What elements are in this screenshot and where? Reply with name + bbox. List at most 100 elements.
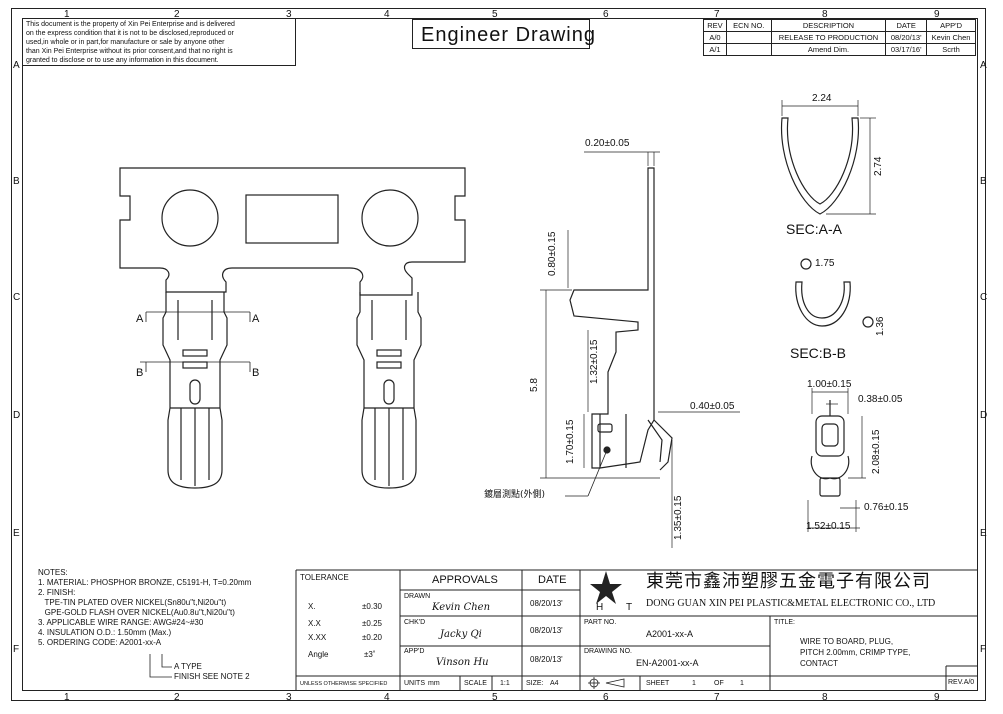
dim-top-height: 0.80±0.15 xyxy=(547,231,558,276)
sheet-value: 1 xyxy=(692,680,696,687)
approvals-date-title: DATE xyxy=(538,574,567,586)
zone-left-c: C xyxy=(13,292,21,303)
code-leader-a xyxy=(161,654,172,668)
part-no-label: PART NO. xyxy=(584,619,617,626)
zone-top-9: 9 xyxy=(934,9,940,20)
notice-line: granted to disclose or to use any inform… xyxy=(26,57,219,64)
company-logo-icon xyxy=(590,571,622,604)
terminal-right xyxy=(356,292,422,489)
approved-signature: Vinson Hu xyxy=(436,657,489,668)
dim-lower-height: 1.70±0.15 xyxy=(565,419,576,464)
title-line: CONTACT xyxy=(800,659,839,668)
section-bb-label: SEC:B-B xyxy=(790,345,847,361)
section-aa-dims xyxy=(781,100,876,215)
pilot-hole-left xyxy=(161,189,219,247)
sheet-frame xyxy=(11,8,986,701)
section-aa-profile xyxy=(780,117,860,215)
section-marker-a-left: A xyxy=(136,313,144,325)
checked-date: 08/20/13' xyxy=(530,626,563,635)
zone-top-1: 1 xyxy=(64,9,70,20)
zone-left-b: B xyxy=(13,176,20,187)
zone-bottom-6: 6 xyxy=(603,692,609,703)
tolerance-xxx-label: X.XX xyxy=(308,633,327,642)
notice-line: than Xin Pei Enterprise without its prio… xyxy=(26,48,233,55)
description-cell: Amend Dim. xyxy=(770,43,887,56)
of-label: OF xyxy=(714,680,724,687)
tolerance-xxx-value: ±0.20 xyxy=(362,633,382,642)
zone-top-6: 6 xyxy=(603,9,609,20)
dim-front-width: 1.00±0.15 xyxy=(807,379,852,390)
zone-bottom-1: 1 xyxy=(64,692,70,703)
drawing-no-label: DRAWING NO. xyxy=(584,648,632,655)
notice-line: on the express condition that it is not … xyxy=(26,30,234,37)
drawing-frame xyxy=(22,18,978,691)
dim-sec-aa-height: 2.74 xyxy=(873,156,884,176)
scale-value: 1:1 xyxy=(500,680,510,687)
checked-label: CHK'D xyxy=(404,619,426,626)
logo-letter-left: H xyxy=(596,602,604,613)
appd-cell: Scrth xyxy=(926,43,976,56)
zone-bottom-5: 5 xyxy=(492,692,498,703)
zone-right-a: A xyxy=(980,60,987,71)
section-aa-label: SEC:A-A xyxy=(786,221,843,237)
zone-top-3: 3 xyxy=(286,9,292,20)
section-marker-a-right: A xyxy=(252,313,260,325)
size-label: SIZE: xyxy=(526,680,544,687)
drawn-signature: Kevin Chen xyxy=(432,602,491,613)
tolerance-angle-label: Angle xyxy=(308,650,329,659)
tolerance-x-label: X. xyxy=(308,602,316,611)
notes-heading: NOTES: xyxy=(38,568,68,577)
drawn-date: 08/20/13' xyxy=(530,599,563,608)
approved-label: APP'D xyxy=(404,648,425,655)
plating-measure-label: 鍍層測點(外側) xyxy=(484,490,546,500)
dim-sec-bb-width: 1.75 xyxy=(815,258,835,269)
revision-table: REV ECN NO. DESCRIPTION DATE APP'D A/0 R… xyxy=(703,19,976,56)
zone-top-7: 7 xyxy=(714,9,720,20)
carrier-strip xyxy=(119,167,466,296)
title-block-grid xyxy=(295,569,978,690)
dim-front-base: 1.52±0.15 xyxy=(806,521,851,532)
side-view-dims xyxy=(540,151,740,548)
dim-bottom-height: 1.35±0.15 xyxy=(673,495,684,540)
title-line: PITCH 2.00mm, CRIMP TYPE, xyxy=(800,648,911,657)
plating-leader xyxy=(587,449,608,497)
zone-left-e: E xyxy=(13,528,20,539)
tolerance-x-value: ±0.30 xyxy=(362,602,382,611)
of-value: 1 xyxy=(740,680,744,687)
revision-code: REV.A/0 xyxy=(948,679,975,686)
checked-signature: Jacky Qi xyxy=(440,629,482,640)
zone-bottom-3: 3 xyxy=(286,692,292,703)
code-finish: FINISH SEE NOTE 2 xyxy=(174,672,250,681)
drawn-label: DRAWN xyxy=(404,593,431,600)
notes-block: NOTES: 1. MATERIAL: PHOSPHOR BRONZE, C51… xyxy=(38,568,251,648)
notice-line: This document is the property of Xin Pei… xyxy=(26,21,235,28)
approved-date: 08/20/13' xyxy=(530,655,563,664)
dim-right-thickness: 0.40±0.05 xyxy=(690,401,735,412)
scale-label: SCALE xyxy=(464,680,487,687)
tolerance-title: TOLERANCE xyxy=(300,573,349,582)
section-bb-marker-right xyxy=(862,316,874,328)
note-line: TPE-TIN PLATED OVER NICKEL(Sn80u"t,Ni20u… xyxy=(38,598,227,607)
zone-right-f: F xyxy=(980,644,987,655)
front-view xyxy=(810,400,850,497)
note-line: 2. FINISH: xyxy=(38,588,76,597)
section-bb-profile xyxy=(795,281,851,327)
header-title: Engineer Drawing xyxy=(421,24,596,46)
note-line: 4. INSULATION O.D.: 1.50mm (Max.) xyxy=(38,628,172,637)
drawing-title: WIRE TO BOARD, PLUG, PITCH 2.00mm, CRIMP… xyxy=(800,636,910,669)
dim-mid-height: 1.32±0.15 xyxy=(589,339,600,384)
units-value: mm xyxy=(428,680,440,687)
zone-bottom-9: 9 xyxy=(934,692,940,703)
side-view xyxy=(569,167,673,471)
rev-cell: A/1 xyxy=(703,43,727,56)
projection-symbol-icon xyxy=(588,677,625,689)
zone-left-a: A xyxy=(13,60,20,71)
section-marker-b-right: B xyxy=(252,367,260,379)
dim-sec-bb-height: 1.36 xyxy=(875,316,886,336)
zone-left-d: D xyxy=(13,410,21,421)
zone-top-5: 5 xyxy=(492,9,498,20)
section-lines xyxy=(140,311,251,372)
carrier-slot xyxy=(245,194,339,244)
zone-top-4: 4 xyxy=(384,9,390,20)
logo-letter-right: T xyxy=(626,602,633,613)
